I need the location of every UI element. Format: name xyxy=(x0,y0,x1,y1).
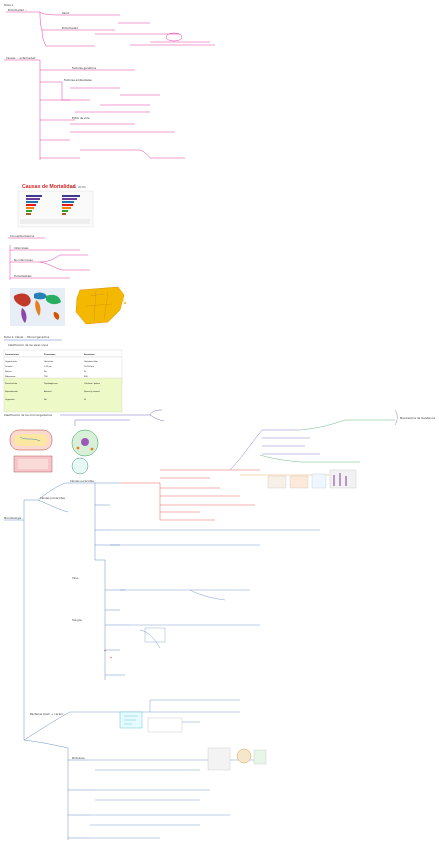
branch-e: Protozoos xyxy=(72,756,85,760)
table-cell-4-0: Pared celular xyxy=(5,382,18,385)
lower-thumbnails xyxy=(207,747,267,771)
root-node: Microbiología xyxy=(4,516,22,520)
blue-mid-branches xyxy=(110,529,320,649)
table-cell-6-0: Organelas xyxy=(5,398,15,401)
right-cluster-label: Mecanismos de resistencia xyxy=(400,416,435,420)
star-icon: * xyxy=(104,649,106,654)
table-cell-0-1: Unicelular xyxy=(44,360,54,363)
mortality-chart-figure: Causas de Mortalidad (Año, 2015) xyxy=(17,184,94,228)
branch-c: Virus xyxy=(72,576,79,580)
table-cell-4-1: Peptidoglicano xyxy=(44,382,58,385)
table-cell-0-2: Uni/pluricelular xyxy=(84,360,98,363)
section1-node-1: Enfermedad xyxy=(62,26,78,30)
table-cell-3-2: 80S xyxy=(84,376,88,378)
section1-heading: Enfermedad ... xyxy=(8,8,27,12)
main-root-tree xyxy=(4,482,130,840)
section4-sub: Clasificación de los seres vivos xyxy=(8,343,49,347)
comparison-table: Característica Procariotas Eucariotas Or… xyxy=(3,349,123,413)
table-cell-2-1: No xyxy=(44,371,48,373)
table-cell-6-1: No xyxy=(44,399,48,401)
main-root-labels: Microbiología Células procariotas Célula… xyxy=(4,479,94,760)
cyan-box xyxy=(119,711,183,733)
table-cell-4-2: Celulosa / quitina xyxy=(84,382,101,385)
table-cell-5-2: Sexual y asexual xyxy=(84,391,100,393)
table-cell-2-2: Sí xyxy=(84,371,86,373)
right-thumbnails xyxy=(267,469,357,489)
lower-blue-cluster xyxy=(70,699,260,839)
section4-heading: Tema 2: Célula ... Microorganismos xyxy=(4,335,50,339)
table-header-0: Característica xyxy=(5,353,20,356)
chart-title: Causas de Mortalidad xyxy=(22,184,76,190)
chart-year: (Año, 2015) xyxy=(70,185,86,189)
table-cell-3-1: 70S xyxy=(44,376,48,378)
micro-heading: Clasificación de los microorganismos xyxy=(4,413,53,417)
section2-node-2: Estilo de vida xyxy=(72,116,90,120)
table-cell-2-0: Núcleo xyxy=(5,371,12,373)
pink-tree-2-labels: Causas ... enfermedad Factores genéticos… xyxy=(6,56,97,120)
table-cell-5-0: Reproducción xyxy=(5,390,19,393)
section2-heading: Causas ... enfermedad xyxy=(6,56,36,60)
section2-node-1: Factores ambientales xyxy=(64,78,92,82)
right-cluster: Mecanismos de resistencia xyxy=(229,409,435,476)
pink-tree-2 xyxy=(4,59,185,160)
section3-node-2: Transmisibles xyxy=(14,274,32,278)
star-icon: * xyxy=(110,656,112,661)
section3-node-1: No infecciosas xyxy=(14,258,33,262)
branch-b: Células eucariotas xyxy=(70,479,94,483)
table-cell-3-0: Ribosomas xyxy=(5,376,15,378)
red-mini-stars: * * xyxy=(104,649,112,661)
section3-node-0: Infecciosas xyxy=(14,246,29,250)
section3-heading: Conceptos básicos xyxy=(10,234,35,238)
section2-node-0: Factores genéticos xyxy=(72,66,97,70)
cell-illustrations xyxy=(9,429,99,475)
pink-tree-3 xyxy=(8,237,90,280)
spain-map-figure xyxy=(75,286,126,325)
table-cell-6-2: Sí xyxy=(84,399,86,401)
branch-a: Células procariotas xyxy=(40,496,65,500)
top-note: Tema 1 xyxy=(4,3,14,7)
bottom-branch: Bacterias Gram + / Gram - xyxy=(30,712,65,716)
red-subtree xyxy=(120,469,260,521)
table-header-1: Procariotas xyxy=(44,353,56,356)
table-cell-1-1: 1-10 µm xyxy=(44,366,52,368)
table-cell-5-1: Asexual xyxy=(44,390,52,393)
table-cell-1-0: Tamaño xyxy=(5,365,13,368)
world-map-figure xyxy=(10,288,65,326)
branch-d: Hongos xyxy=(72,618,82,622)
pink-tree-1-labels: Enfermedad ... Salud Enfermedad xyxy=(8,8,78,30)
section1-node-0: Salud xyxy=(62,11,70,15)
table-cell-0-0: Organización xyxy=(5,360,18,363)
table-cell-1-2: 10-100 µm xyxy=(84,366,94,368)
table-header-2: Eucariotas xyxy=(84,353,95,356)
micro-heading-group: Clasificación de los microorganismos xyxy=(4,409,165,426)
section4-header: Tema 2: Célula ... Microorganismos Clasi… xyxy=(4,335,62,347)
pink-tree-1 xyxy=(6,11,215,47)
pink-tree-3-labels: Conceptos básicos Infecciosas No infecci… xyxy=(10,234,35,278)
